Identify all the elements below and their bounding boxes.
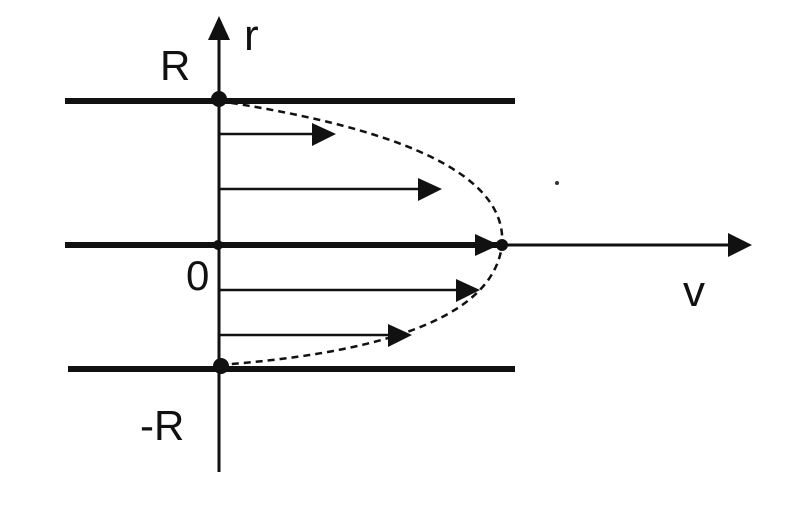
profile-tip-point xyxy=(496,239,508,251)
velocity-profile-curve xyxy=(218,99,504,367)
origin-point xyxy=(213,240,223,250)
velocity-arrowhead xyxy=(418,178,442,201)
velocity-arrowhead xyxy=(456,279,480,302)
r-axis-arrowhead xyxy=(208,16,230,40)
top-wall-point xyxy=(211,91,227,107)
bottom-wall-point xyxy=(213,358,229,374)
r-axis-label: r xyxy=(244,11,259,60)
speck xyxy=(555,181,559,185)
center-label: 0 xyxy=(186,252,209,299)
v-axis-label: v xyxy=(683,267,705,316)
velocity-arrowhead xyxy=(388,324,412,347)
top-wall-label: R xyxy=(160,42,190,89)
velocity-arrows xyxy=(219,123,499,347)
v-axis-arrowhead xyxy=(728,233,752,257)
velocity-arrowhead xyxy=(312,123,336,146)
velocity-arrowhead xyxy=(475,234,499,256)
bottom-wall-label: -R xyxy=(140,402,184,449)
